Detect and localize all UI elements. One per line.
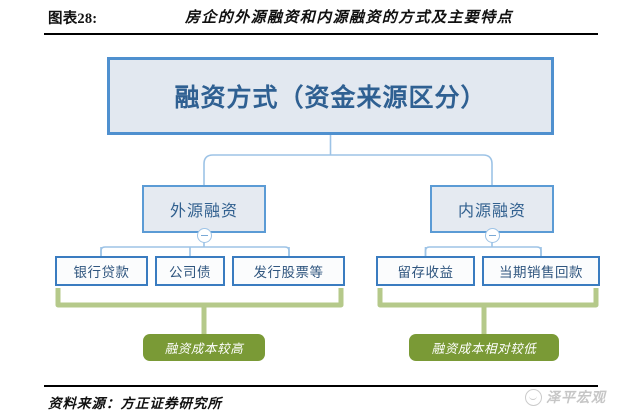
node-outcome-cost-high[interactable]: 融资成本较高	[143, 334, 265, 361]
figure-title: 房企的外源融资和内源融资的方式及主要特点	[185, 10, 514, 26]
node-internal-financing[interactable]: 内源融资	[430, 185, 554, 233]
footer-divider-rule	[44, 385, 598, 387]
figure-header: 图表28: 房企的外源融资和内源融资的方式及主要特点	[0, 0, 642, 42]
connector-green-bracket-left	[55, 288, 344, 308]
connector-root-to-external	[203, 154, 331, 185]
node-outcome-cost-low[interactable]: 融资成本相对较低	[409, 334, 559, 361]
watermark-logo-icon	[525, 388, 542, 406]
connector-external-bus	[100, 246, 290, 256]
node-bank-loan[interactable]: 银行贷款	[55, 256, 148, 286]
connector-root-to-internal	[330, 154, 493, 185]
source-note: 资料来源：方正证券研究所	[48, 396, 222, 411]
node-retained-earnings[interactable]: 留存收益	[376, 256, 475, 286]
collapse-minus-icon-internal[interactable]	[485, 228, 500, 243]
connector-green-bracket-right	[377, 288, 599, 308]
node-external-financing[interactable]: 外源融资	[142, 185, 266, 233]
node-equity-issuance[interactable]: 发行股票等	[232, 256, 345, 286]
watermark: 泽平宏观	[525, 387, 606, 407]
figure-number-label: 图表28:	[48, 11, 98, 27]
node-corporate-bond[interactable]: 公司债	[155, 256, 225, 286]
connector-internal-bus	[424, 246, 542, 256]
node-current-sales-collection[interactable]: 当期销售回款	[482, 256, 600, 286]
header-divider-rule	[44, 33, 598, 35]
collapse-minus-icon-external[interactable]	[197, 228, 212, 243]
node-funding-method-root[interactable]: 融资方式（资金来源区分）	[107, 57, 554, 135]
org-chart-diagram: 融资方式（资金来源区分） 外源融资 内源融资 银行贷款 公司债 发行股票等 留存…	[0, 40, 642, 380]
watermark-text: 泽平宏观	[546, 391, 606, 406]
